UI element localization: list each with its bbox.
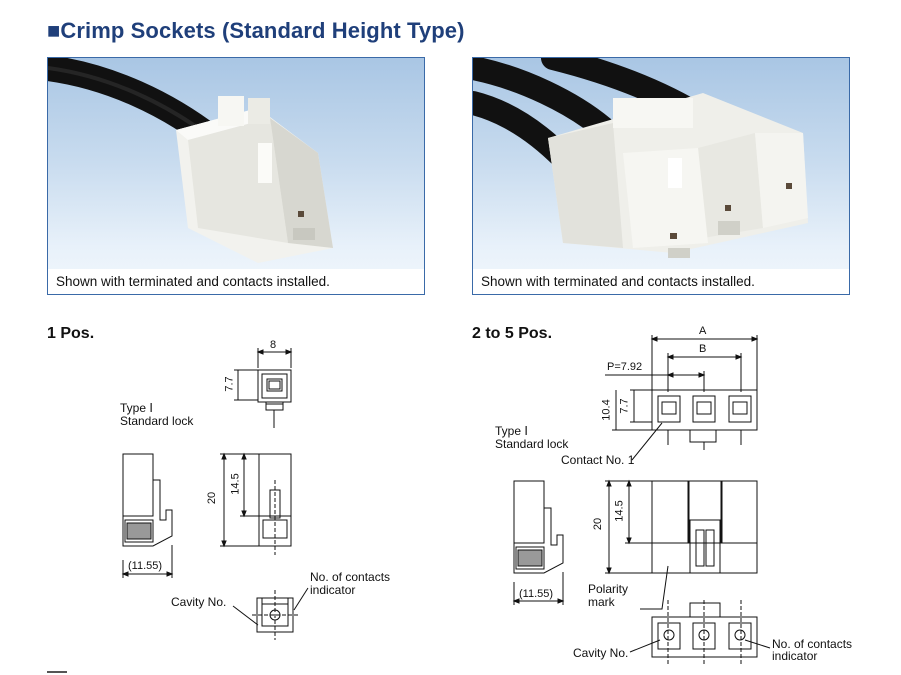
product-photo-multipos: Shown with terminated and contacts insta… xyxy=(472,57,850,295)
contact-label: Contact No. 1 xyxy=(561,453,635,467)
dim-body-height-multipos: 7.7 xyxy=(618,398,631,414)
drawing-1pos-bottom-view xyxy=(232,587,309,640)
photo-caption: Shown with terminated and contacts insta… xyxy=(473,269,849,294)
section-heading-1pos: 1 Pos. xyxy=(47,325,95,342)
indicator-label-multipos-line2: indicator xyxy=(772,649,818,663)
cavity-label-multipos: Cavity No. xyxy=(573,646,629,660)
dim-total-height-multipos: 20 xyxy=(592,517,605,531)
page-title: ■Crimp Sockets (Standard Height Type) xyxy=(47,18,465,43)
drawing-1pos-front-view xyxy=(220,452,292,555)
section-heading-multipos: 2 to 5 Pos. xyxy=(472,325,553,342)
drawing-multipos-top-view xyxy=(605,335,759,461)
dim-height-multipos: 10.4 xyxy=(600,399,613,421)
indicator-label-1pos-line1: No. of contacts xyxy=(310,570,391,584)
indicator-label-1pos-line2: indicator xyxy=(310,583,356,597)
cavity-label-1pos: Cavity No. xyxy=(171,595,227,609)
drawing-multipos-bottom-view xyxy=(629,600,771,665)
connector-3pos-image xyxy=(473,58,808,258)
next-section-mark xyxy=(47,671,67,673)
dim-b: B xyxy=(699,343,707,355)
dim-front-height-multipos: 14.5 xyxy=(613,500,626,522)
dim-total-height-1pos: 20 xyxy=(206,491,219,505)
drawing-1pos-side-view xyxy=(121,453,174,578)
lock-label-1pos: Standard lock xyxy=(120,414,194,428)
dim-pitch: P=7.92 xyxy=(607,361,643,373)
type-label-multipos: Type Ⅰ xyxy=(495,424,528,438)
dim-a: A xyxy=(699,325,707,337)
drawing-multipos-side-view xyxy=(512,480,565,605)
dim-depth-multipos: (11.55) xyxy=(519,588,554,600)
dim-width-1pos: 8 xyxy=(270,339,277,351)
drawing-multipos-front-view xyxy=(605,479,758,610)
drawing-1pos-top-view xyxy=(234,348,293,428)
polarity-label-line1: Polarity xyxy=(588,582,629,596)
dim-body-height-1pos: 14.5 xyxy=(229,473,242,495)
polarity-label-line2: mark xyxy=(588,595,615,609)
connector-1pos-image xyxy=(48,58,333,263)
indicator-label-multipos-line1: No. of contacts xyxy=(772,637,853,651)
dim-depth-1pos: (11.55) xyxy=(128,560,163,572)
lock-label-multipos: Standard lock xyxy=(495,437,569,451)
dim-height-1pos: 7.7 xyxy=(223,376,236,392)
product-photo-1pos: Shown with terminated and contacts insta… xyxy=(47,57,425,295)
type-label-1pos: Type Ⅰ xyxy=(120,401,153,415)
photo-caption: Shown with terminated and contacts insta… xyxy=(48,269,424,294)
